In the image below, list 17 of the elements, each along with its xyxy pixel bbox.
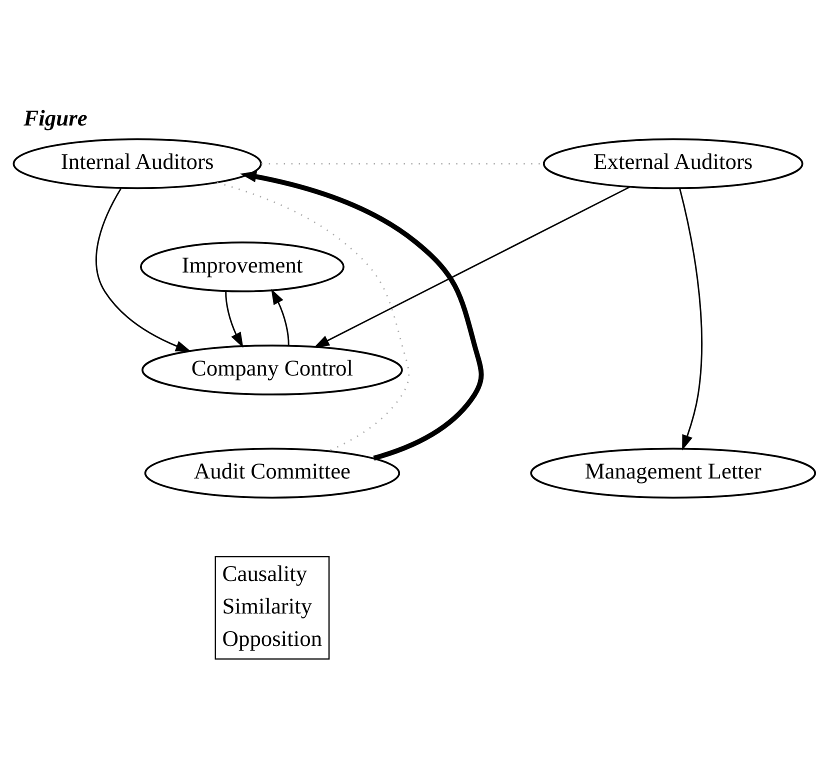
arrow	[271, 288, 290, 345]
diagram-title: Figure	[24, 105, 88, 130]
legend-label: Similarity	[222, 592, 312, 618]
node-ellipse: Management Letter	[530, 447, 816, 498]
arrow	[225, 290, 244, 348]
node-ellipse: Audit Committee	[144, 447, 400, 498]
arrow	[679, 188, 702, 450]
node-ellipse: Internal Auditors	[12, 138, 262, 189]
node-ellipse: Company Control	[142, 344, 403, 395]
node-ellipse: Improvement	[140, 240, 344, 292]
legend-label: Opposition	[222, 625, 322, 650]
arrow	[240, 170, 484, 460]
legend-label: Causality	[222, 560, 308, 586]
connector	[216, 182, 410, 452]
arrow	[96, 188, 192, 352]
node-ellipse: External Auditors	[542, 138, 804, 189]
arrow	[314, 186, 630, 348]
